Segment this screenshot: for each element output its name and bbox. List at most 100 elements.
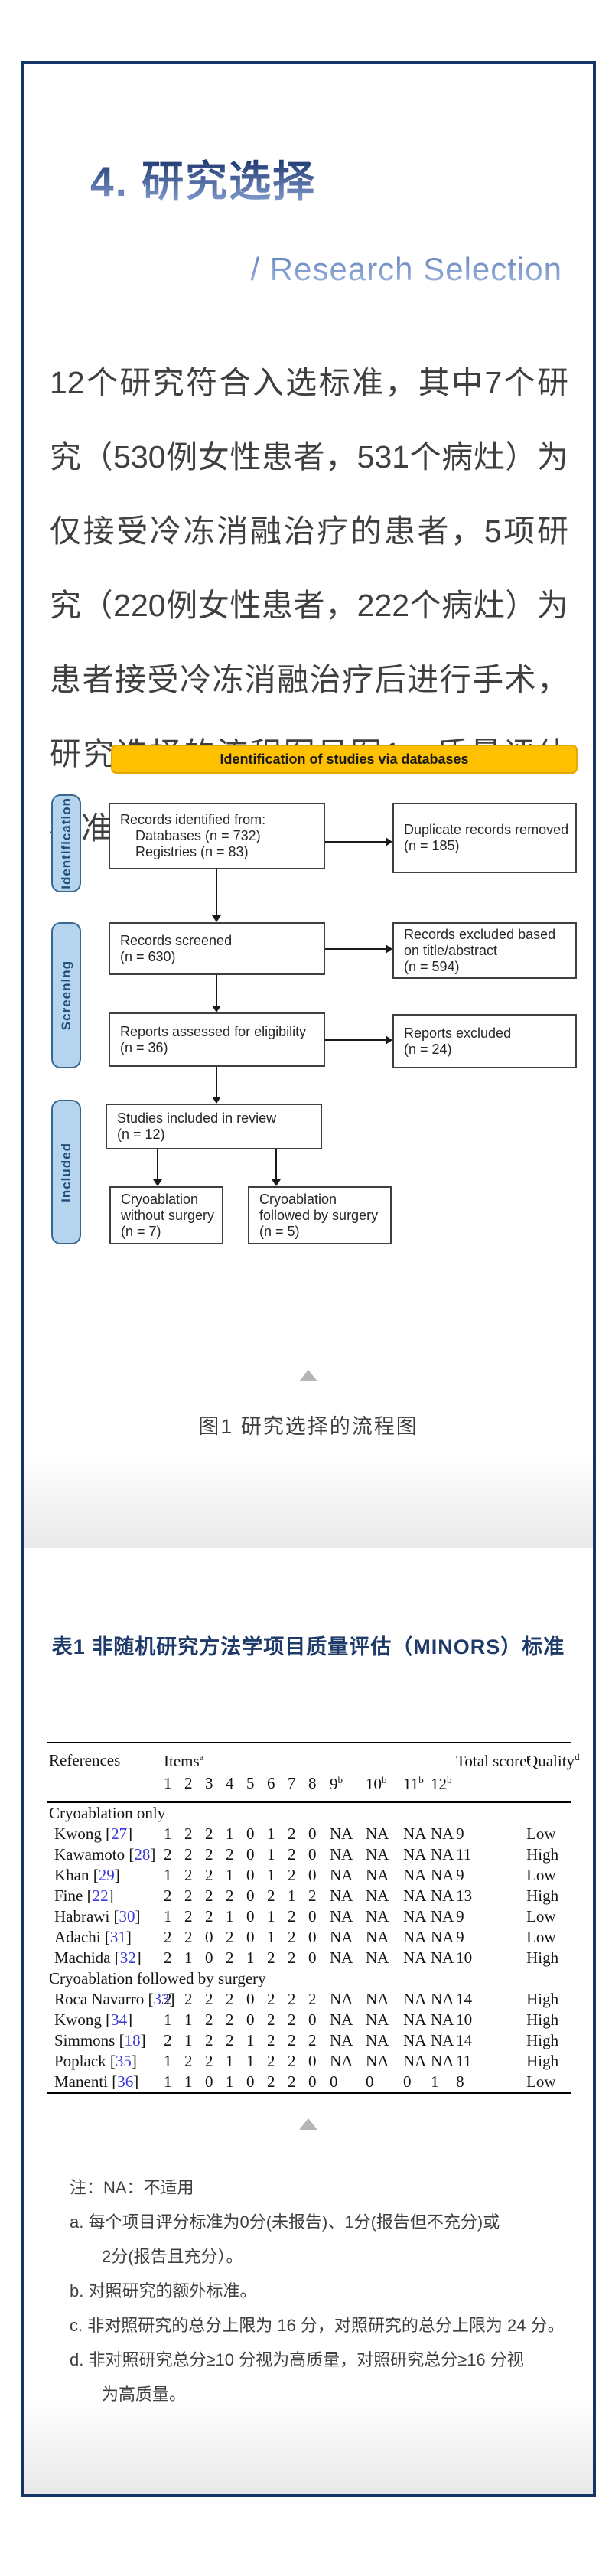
quality-cell: Low: [526, 1907, 556, 1925]
score-cell: 1: [431, 2072, 439, 2091]
box-records-identified: Records identified from: Databases (n = …: [109, 803, 325, 869]
total-score-cell: 9: [456, 1928, 464, 1946]
score-cell: NA: [366, 1928, 389, 1946]
citation-link[interactable]: 28: [134, 1845, 151, 1864]
section-subtitle-en: / Research Selection: [250, 251, 562, 287]
score-cell: 2: [288, 1907, 296, 1925]
score-cell: 1: [184, 1948, 193, 1967]
quality-cell: Low: [526, 2072, 556, 2091]
table-group-row: Cryoablation only: [47, 1802, 571, 1824]
citation-link[interactable]: 32: [119, 1948, 136, 1967]
score-cell: 2: [205, 1824, 213, 1843]
score-cell: 2: [226, 1886, 234, 1905]
citation-link[interactable]: 35: [115, 2052, 132, 2070]
score-cell: NA: [431, 1928, 454, 1946]
note-line: b. 对照研究的额外标准。: [70, 2281, 257, 2300]
score-cell: 0: [308, 1907, 317, 1925]
total-score-cell: 14: [456, 1990, 473, 2008]
score-cell: 0: [246, 1886, 255, 1905]
collapse-arrow-icon[interactable]: [299, 2118, 317, 2130]
citation-link[interactable]: 29: [98, 1866, 115, 1884]
score-cell: NA: [366, 1866, 389, 1884]
score-cell: NA: [330, 1824, 353, 1843]
note-line: 2分(报告且充分）。: [102, 2247, 243, 2266]
score-cell: 0: [308, 2052, 317, 2070]
section-title: 4. 研究选择: [90, 147, 316, 208]
citation-link[interactable]: 33: [153, 1990, 170, 2008]
reference-cell: Fine [22]: [54, 1886, 114, 1905]
reference-cell: Roca Navarro [33]: [54, 1990, 175, 2008]
citation-link[interactable]: 30: [119, 1907, 135, 1925]
collapse-arrow-icon[interactable]: [299, 1370, 317, 1381]
citation-link[interactable]: 36: [117, 2072, 134, 2091]
citation-link[interactable]: 22: [92, 1886, 109, 1905]
score-cell: 0: [205, 2072, 213, 2091]
note-line: a. 每个项目评分标准为0分(未报告)、1分(报告但不充分)或: [70, 2212, 500, 2232]
score-cell: 0: [246, 1907, 255, 1925]
notes: 注：NA：不适用 a. 每个项目评分标准为0分(未报告)、1分(报告但不充分)或 2…: [70, 2170, 582, 2411]
quality-cell: Low: [526, 1928, 556, 1946]
section-divider-gradient: [24, 1454, 593, 1548]
score-cell: 2: [308, 1886, 317, 1905]
score-cell: 1: [246, 2031, 255, 2049]
score-cell: 1: [267, 1928, 275, 1946]
citation-link[interactable]: 34: [111, 2010, 128, 2029]
score-cell: NA: [330, 1907, 353, 1925]
arrow-down-icon: [212, 975, 221, 1012]
note-line: 注：NA：不适用: [70, 2178, 194, 2197]
score-cell: 2: [205, 1866, 213, 1884]
quality-cell: Low: [526, 1824, 556, 1843]
score-cell: 1: [164, 2010, 172, 2029]
total-score-cell: 13: [456, 1886, 473, 1905]
score-cell: 2: [164, 1948, 172, 1967]
score-cell: 1: [184, 2072, 193, 2091]
score-cell: NA: [403, 2052, 427, 2070]
score-cell: 2: [184, 1928, 193, 1946]
item-col-header: 2: [183, 1772, 203, 1803]
score-cell: 2: [267, 1990, 275, 2008]
citation-link[interactable]: 31: [109, 1928, 126, 1946]
reference-cell: Machida [32]: [54, 1948, 142, 1967]
score-cell: NA: [366, 2052, 389, 2070]
score-cell: NA: [403, 1990, 427, 2008]
score-cell: 0: [205, 1948, 213, 1967]
score-cell: 0: [205, 1928, 213, 1946]
score-cell: 2: [164, 1845, 172, 1864]
quality-cell: High: [526, 1886, 559, 1905]
score-cell: 2: [164, 1928, 172, 1946]
item-col-header: 3: [203, 1772, 224, 1803]
score-cell: NA: [431, 1824, 454, 1843]
score-cell: NA: [403, 1948, 427, 1967]
citation-link[interactable]: 27: [111, 1824, 128, 1843]
score-cell: 2: [205, 2052, 213, 2070]
score-cell: NA: [330, 2052, 353, 2070]
col-header-quality: Qualityd: [525, 1743, 580, 1803]
total-score-cell: 9: [456, 1824, 464, 1843]
citation-link[interactable]: 18: [124, 2031, 141, 2049]
box-reports-assessed: Reports assessed for eligibility (n = 36…: [109, 1012, 325, 1067]
score-cell: NA: [366, 1907, 389, 1925]
stage-included-label: Included: [58, 1142, 73, 1202]
quality-cell: High: [526, 2052, 559, 2070]
score-cell: NA: [431, 1845, 454, 1864]
reference-cell: Kwong [34]: [54, 2010, 133, 2029]
score-cell: 2: [226, 1990, 234, 2008]
quality-cell: High: [526, 1948, 559, 1967]
score-cell: 2: [226, 1948, 234, 1967]
score-cell: NA: [403, 1824, 427, 1843]
score-cell: NA: [330, 1866, 353, 1884]
score-cell: 1: [267, 1824, 275, 1843]
score-cell: 2: [184, 1990, 193, 2008]
score-cell: NA: [431, 1866, 454, 1884]
reference-cell: Simmons [18]: [54, 2031, 146, 2049]
score-cell: NA: [330, 1845, 353, 1864]
score-cell: NA: [330, 2031, 353, 2049]
score-cell: NA: [403, 1845, 427, 1864]
score-cell: NA: [330, 1990, 353, 2008]
